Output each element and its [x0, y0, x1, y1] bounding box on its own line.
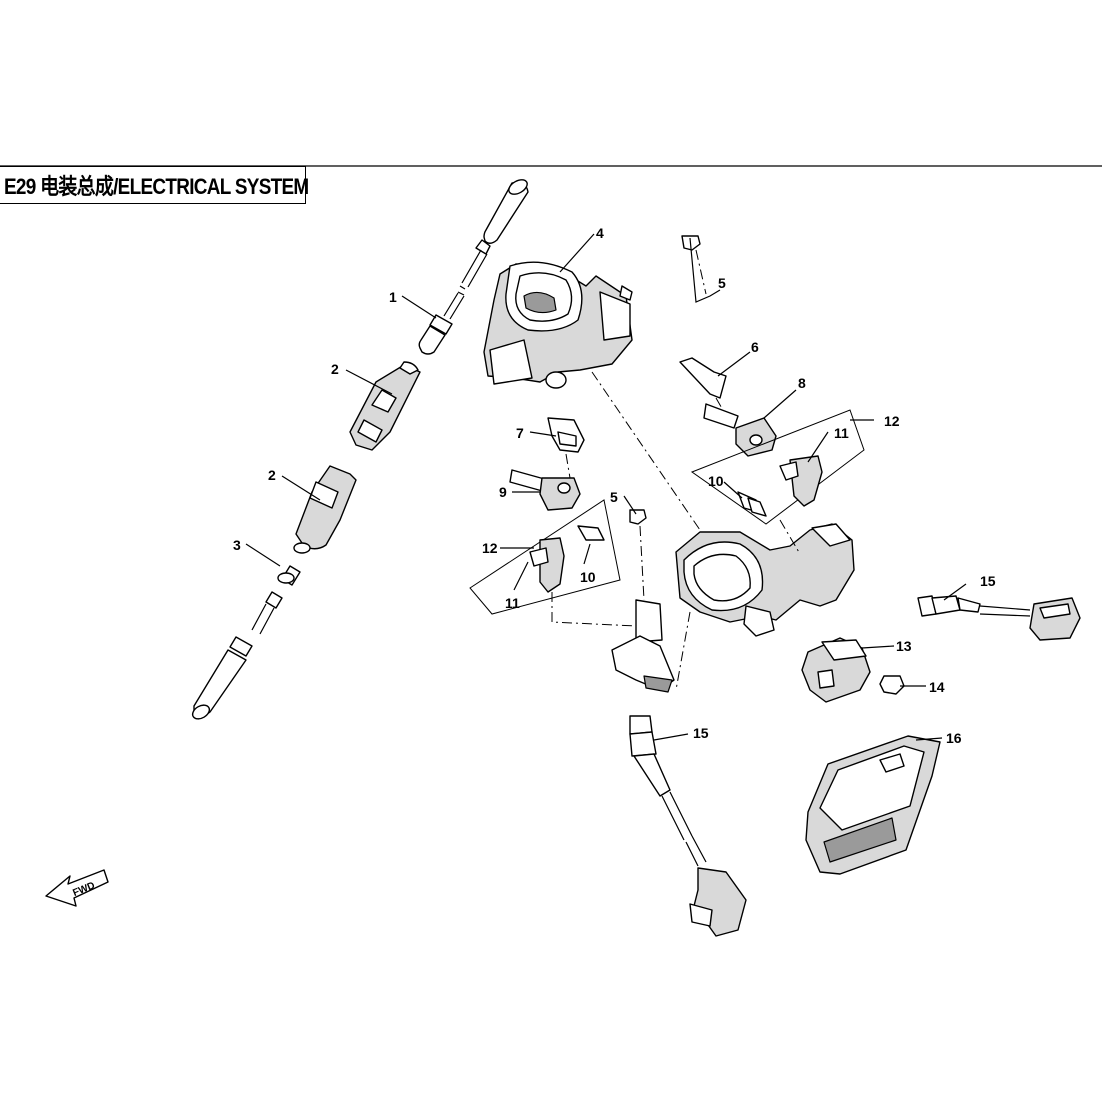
bolt-14 [879, 675, 905, 695]
callout-3: 3 [233, 537, 241, 553]
callout-13: 13 [896, 638, 912, 654]
callout-11-left: 11 [505, 595, 520, 611]
page-title: E29 电装总成/ELECTRICAL SYSTEM [4, 174, 309, 199]
spark-plug-lead-upper [443, 179, 529, 320]
callout-16: 16 [946, 730, 962, 746]
fwd-arrow-icon: FWD [45, 869, 109, 907]
callout-2-upper: 2 [331, 361, 339, 377]
title-box: E29 电装总成/ELECTRICAL SYSTEM [0, 166, 309, 204]
bracket-7 [547, 417, 585, 479]
callout-5-lower: 5 [610, 489, 618, 505]
callout-5-upper: 5 [718, 275, 726, 291]
sensor-9 [509, 469, 581, 511]
throttle-body-lower [611, 523, 855, 693]
ignition-coil-cap-2-upper [349, 361, 421, 451]
callout-15-right: 15 [980, 573, 996, 589]
callout-7: 7 [516, 425, 524, 441]
throttle-body-upper [483, 261, 633, 389]
callout-leaders [245, 233, 967, 741]
callout-8: 8 [798, 375, 806, 391]
terminal-nut-1 [418, 314, 453, 355]
spark-plug-lead-lower [191, 565, 301, 720]
bolt-5-lower [629, 509, 647, 601]
callout-12-left: 12 [482, 540, 498, 556]
callout-10-left: 10 [580, 569, 596, 585]
callout-6: 6 [751, 339, 759, 355]
o2-sensor-lower [629, 715, 747, 937]
injector-group-12-left [469, 499, 621, 615]
callout-2-lower: 2 [268, 467, 276, 483]
callout-10-right: 10 [708, 473, 724, 489]
callout-14: 14 [929, 679, 945, 695]
callout-11-right: 11 [834, 425, 849, 441]
sensor-8 [703, 403, 777, 457]
callout-1: 1 [389, 289, 397, 305]
callout-12-right: 12 [884, 413, 900, 429]
o2-sensor-right [917, 595, 1081, 641]
ecu-16 [805, 735, 941, 875]
callout-15-lower: 15 [693, 725, 709, 741]
callout-9: 9 [499, 484, 507, 500]
injector-group-12-right [690, 409, 865, 525]
callout-4: 4 [596, 225, 604, 241]
ignition-coil-cap-2-lower [293, 465, 357, 554]
bracket-6 [679, 357, 727, 413]
map-sensor-13 [801, 637, 871, 703]
